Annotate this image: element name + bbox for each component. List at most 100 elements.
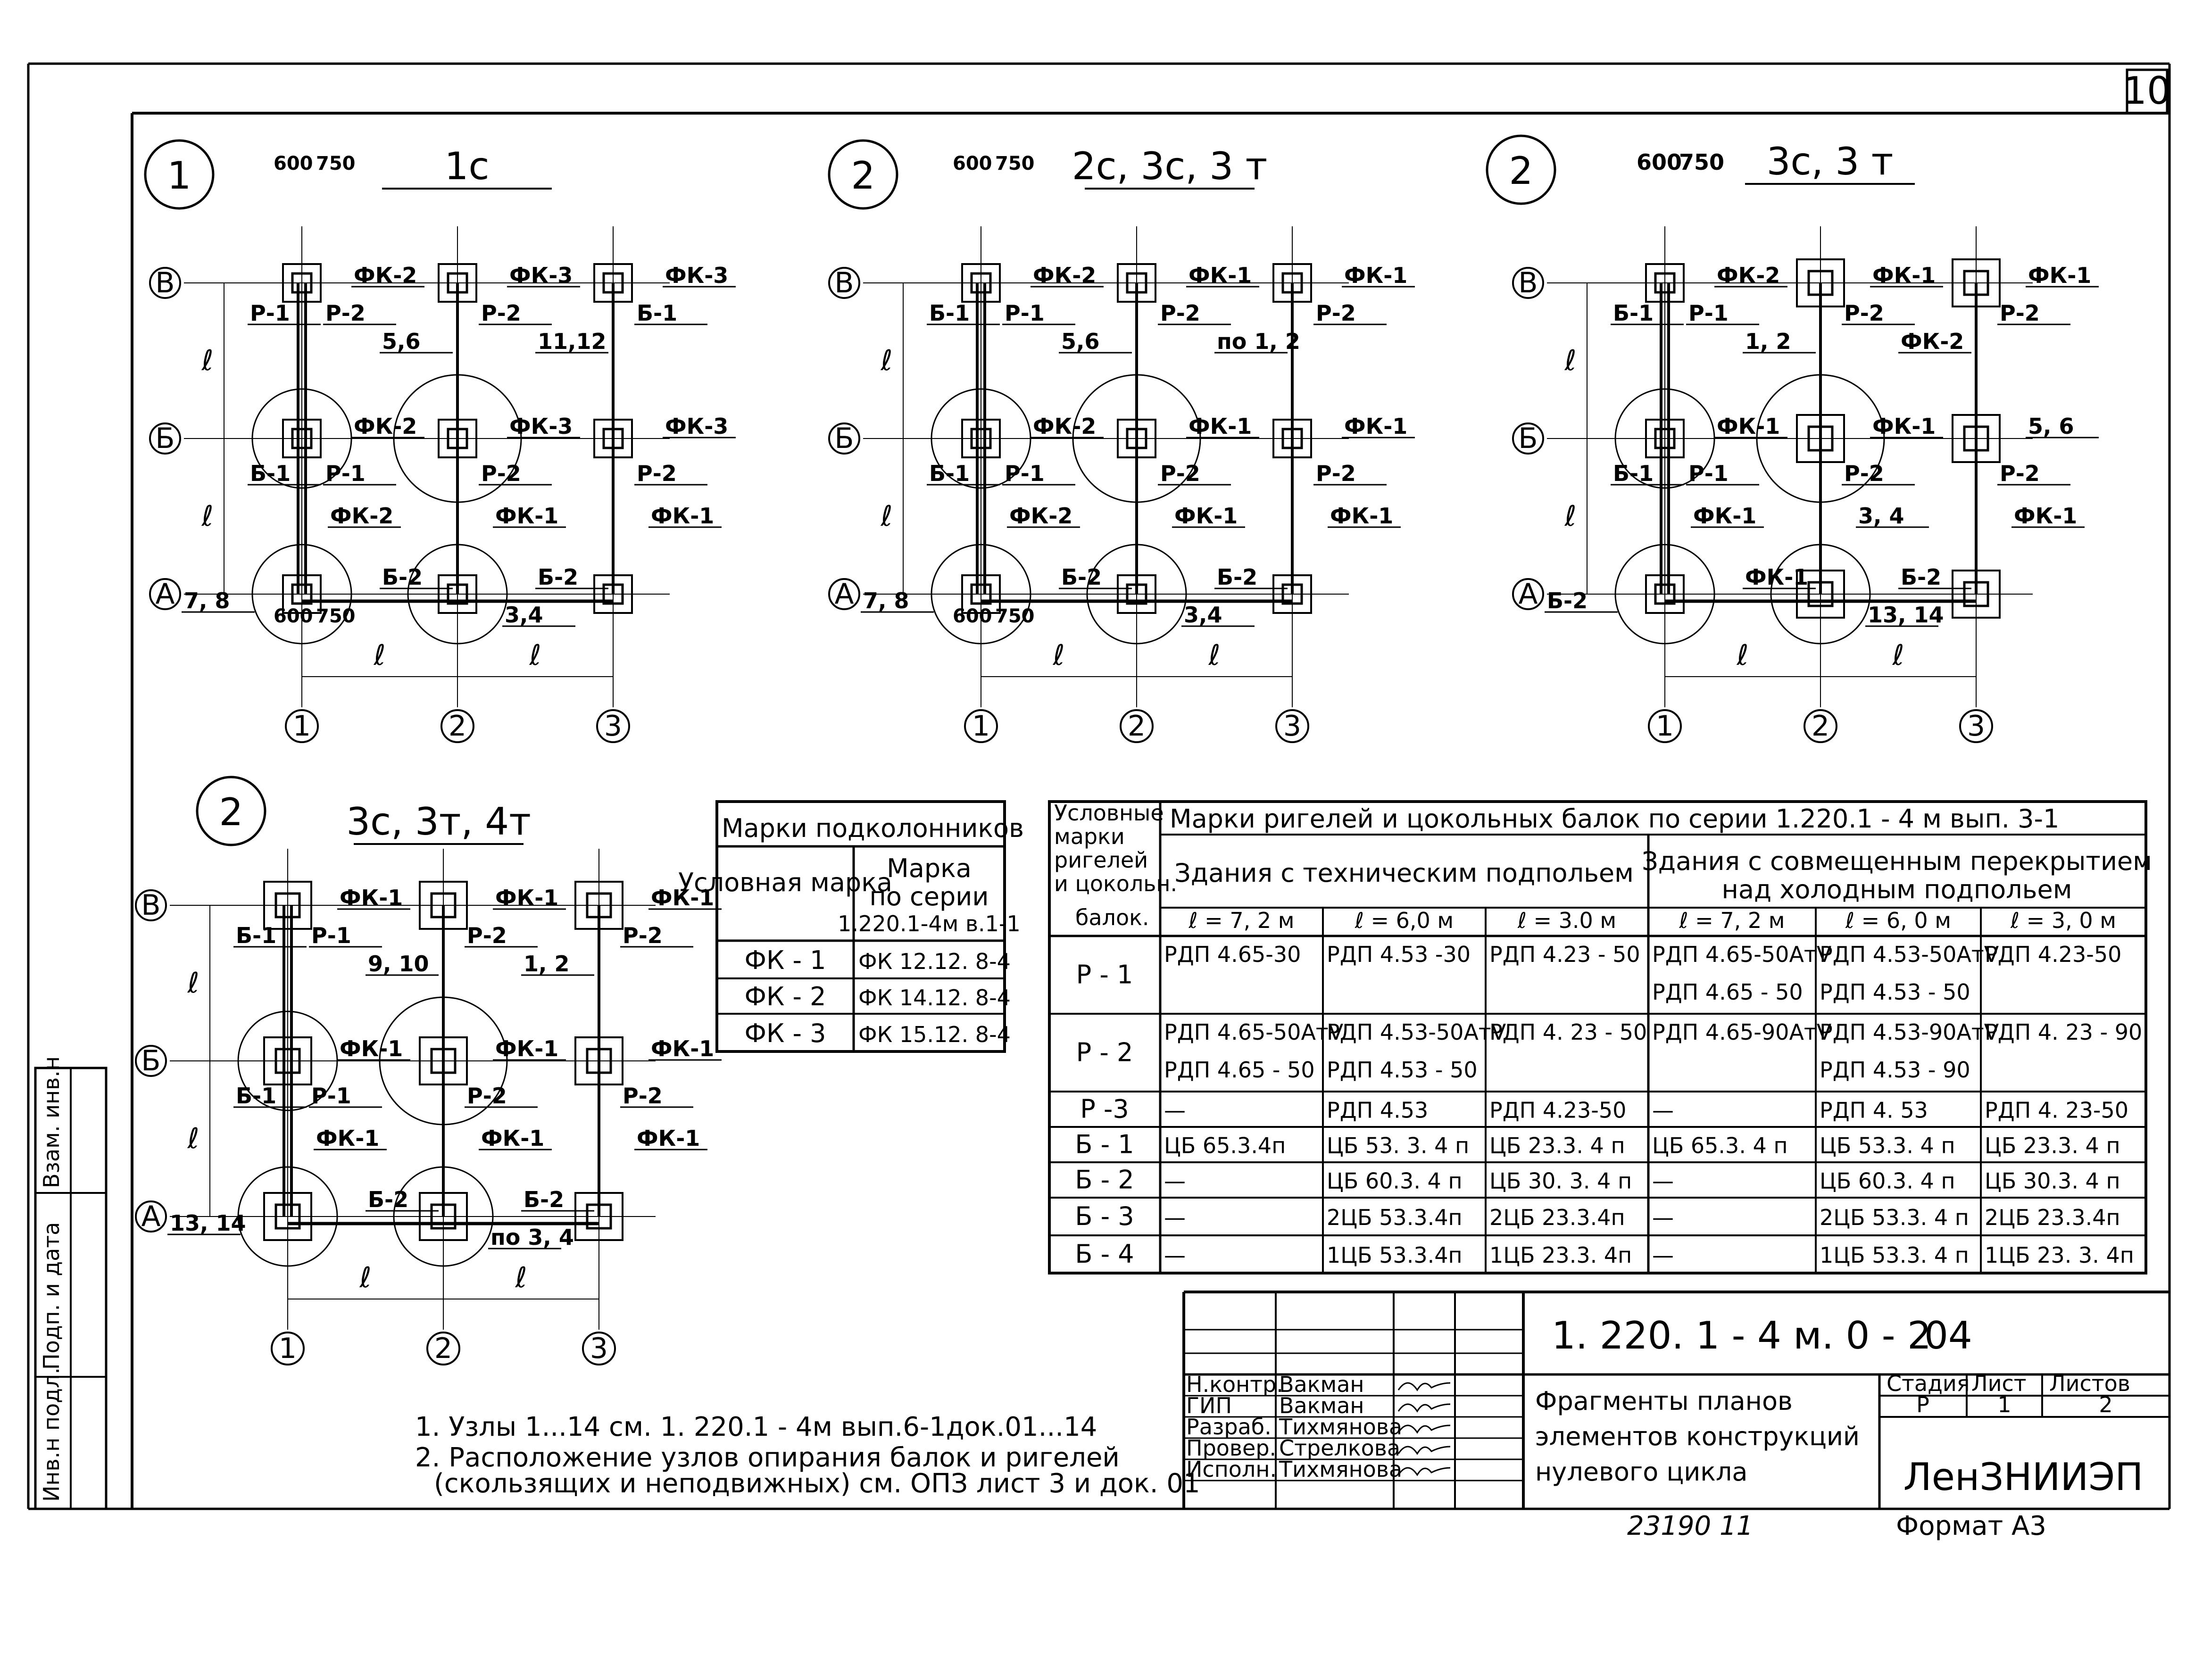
table-cell: ЦБ 23.3. 4 п: [1985, 1133, 2120, 1159]
podkol-table: Марки подколонников Условная марка Марка…: [678, 800, 1024, 1053]
fragment-title: 1с: [445, 144, 490, 188]
element-label: 13, 14: [170, 1210, 246, 1236]
element-label: Р-2: [467, 923, 507, 948]
axis-label: В: [155, 266, 175, 299]
sub-column: [961, 419, 1001, 458]
sub-column: [593, 263, 633, 303]
name: Вакман: [1279, 1393, 1364, 1418]
column: [1126, 272, 1147, 294]
sub-column: [1952, 258, 2001, 307]
column: [1281, 428, 1303, 449]
name: Стрелкова: [1279, 1435, 1400, 1461]
column: [602, 272, 624, 294]
element-label: Б-2: [1217, 564, 1257, 590]
table-cell: 1ЦБ 53.3.4п: [1327, 1242, 1463, 1268]
rigel-corner: марки: [1054, 824, 1125, 849]
element-label: Р-1: [250, 300, 290, 326]
axis-label: В: [141, 889, 160, 922]
element-label: Р-2: [1844, 300, 1884, 326]
fragment-number-circle: [1486, 134, 1556, 205]
table-cell: 2ЦБ 53.3. 4 п: [1820, 1205, 1969, 1230]
axis-bubble: [1120, 709, 1154, 743]
table-cell: РДП 4.53-90АтⅤ: [1820, 1019, 1999, 1045]
element-label: Р-2: [1316, 461, 1356, 486]
column: [1654, 583, 1676, 605]
title-line: элементов конструкций: [1535, 1422, 1860, 1451]
axis-bubble: [441, 709, 474, 743]
sub-column: [1117, 263, 1156, 303]
table-cell: 1ЦБ 23. 3. 4п: [1985, 1242, 2134, 1268]
element-label: ФК-3: [665, 414, 728, 439]
column: [1281, 583, 1303, 605]
span-header: ℓ = 3, 0 м: [2010, 908, 2116, 933]
podkol-col2-c: 1.220.1-4м в.1-1: [838, 911, 1021, 936]
sub-column: [438, 574, 477, 614]
node-circle: [1072, 374, 1201, 503]
sub-column: [263, 1036, 312, 1085]
dimension-label: ℓ: [529, 639, 541, 672]
table-cell: РДП 4.53 - 50: [1820, 979, 1970, 1005]
podkol-series: ФК 15.12. 8-4: [858, 1022, 1011, 1047]
element-label: Р-2: [1160, 461, 1200, 486]
element-label: Б-1: [250, 461, 291, 486]
node-circle: [251, 388, 352, 489]
axis-bubble: [596, 709, 630, 743]
axis-bubble: [1648, 709, 1682, 743]
element-label: 1, 2: [524, 951, 570, 977]
column: [1807, 425, 1834, 452]
sub-column: [1952, 414, 2001, 463]
span-header: ℓ = 6, 0 м: [1845, 908, 1951, 933]
row-mark: Р - 2: [1076, 1038, 1133, 1068]
column: [586, 1048, 612, 1074]
sub-column: [1272, 574, 1312, 614]
fragment-number: 2: [851, 154, 875, 198]
side-sign: Подп. и дата: [39, 1222, 64, 1370]
title-line: Фрагменты планов: [1535, 1386, 1793, 1416]
element-label: ФК-1: [1344, 263, 1407, 288]
sub-column: [1796, 570, 1845, 619]
element-label: ФК-1: [1189, 414, 1252, 439]
table-cell: 2ЦБ 23.3.4п: [1489, 1205, 1625, 1230]
element-label: 9, 10: [368, 951, 429, 977]
node-circle: [237, 1166, 338, 1267]
element-label: 600: [274, 605, 313, 627]
element-label: Р-2: [1160, 300, 1200, 326]
axis-bubble: [149, 422, 181, 455]
node-circle: [407, 544, 508, 645]
element-label: 1, 2: [1745, 329, 1791, 354]
axis-bubble: [1512, 422, 1544, 455]
axis-label: А: [155, 578, 175, 611]
element-label: 7, 8: [863, 588, 909, 613]
sub-column: [1952, 570, 2001, 619]
column: [274, 1048, 301, 1074]
fragment-number-circle: [196, 776, 266, 846]
sub-column: [1645, 574, 1685, 614]
axis-label: Б: [1518, 422, 1538, 455]
table-cell: ЦБ 30. 3. 4 п: [1489, 1168, 1632, 1194]
dimension-label: ℓ: [187, 967, 199, 1000]
sub-column: [419, 881, 468, 930]
row-mark: Б - 3: [1075, 1201, 1134, 1231]
name: Тихмянова: [1279, 1457, 1402, 1482]
axis-bubble: [271, 1332, 305, 1366]
sub-column: [1117, 419, 1156, 458]
sheet-number: 10: [2123, 69, 2171, 113]
node-circle: [237, 1010, 338, 1111]
element-label: Б-2: [524, 1187, 564, 1212]
element-label: Б-1: [236, 1083, 276, 1109]
element-label: Р-2: [623, 923, 663, 948]
fragment-number: 2: [1509, 149, 1533, 193]
podkol-mark: ФК - 1: [745, 945, 826, 975]
table-cell: ЦБ 65.3. 4 п: [1652, 1133, 1788, 1159]
element-label: Б-2: [1547, 588, 1588, 613]
column: [1126, 428, 1147, 449]
axis-label: 2: [1812, 710, 1829, 743]
fragment-title: 3с, 3 т: [1767, 140, 1894, 183]
column: [1963, 581, 1989, 607]
table-cell: ЦБ 53. 3. 4 п: [1327, 1133, 1469, 1159]
node-circle: [393, 374, 522, 503]
sub-column: [574, 1036, 623, 1085]
table-cell: —: [1164, 1098, 1186, 1123]
table-cell: РДП 4.23-50: [1489, 1098, 1626, 1123]
